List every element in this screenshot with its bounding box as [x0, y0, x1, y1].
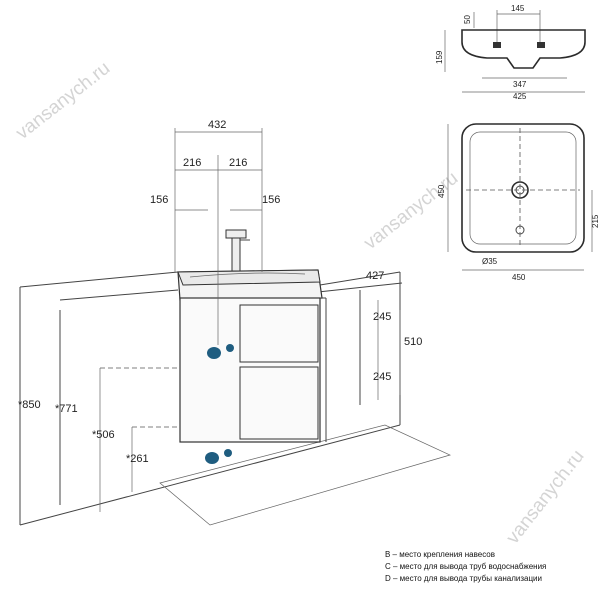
water-supply-marker-small	[226, 344, 234, 352]
basin-front-view	[444, 10, 586, 93]
dim-425: 425	[513, 92, 527, 101]
dim-450-side: 450	[437, 184, 446, 198]
dim-510: 510	[404, 336, 422, 348]
dim-50: 50	[463, 15, 472, 24]
right-dimensions	[377, 300, 401, 400]
dim-245-top: 245	[373, 311, 391, 323]
dim-156-right: 156	[262, 194, 280, 206]
basin-top-view	[447, 123, 593, 271]
watermark-1: vansanych.ru	[12, 58, 114, 144]
dim-hole-diameter: Ø35	[482, 257, 498, 266]
watermark-3: vansanych.ru	[502, 446, 588, 548]
dim-771: *771	[55, 403, 78, 415]
basin-profile	[461, 29, 586, 69]
faucet	[225, 229, 250, 272]
water-supply-marker	[207, 347, 221, 359]
dim-156-left: 156	[150, 194, 168, 206]
left-height-dimensions	[99, 367, 180, 512]
dim-432: 432	[208, 119, 226, 131]
drain-hole	[511, 181, 529, 199]
top-dimensions	[174, 128, 263, 345]
vanity-cabinet	[177, 269, 327, 443]
dim-347: 347	[513, 80, 527, 89]
wall-outline	[19, 271, 403, 526]
dim-216-right: 216	[229, 157, 247, 169]
dim-427: 427	[366, 270, 384, 282]
pipe-markers	[205, 344, 234, 464]
dim-850: *850	[18, 399, 41, 411]
dim-145: 145	[511, 4, 525, 13]
dim-215: 215	[591, 214, 600, 228]
legend-item-d: D – место для вывода трубы канализации	[385, 574, 542, 583]
dim-216-left: 216	[183, 157, 201, 169]
floor-area	[159, 424, 451, 526]
sewer-marker-small	[224, 449, 232, 457]
dim-159: 159	[435, 50, 444, 64]
dim-450-bottom: 450	[512, 273, 526, 282]
cabinet-body	[179, 297, 321, 443]
dim-245-bottom: 245	[373, 371, 391, 383]
legend: B – место крепления навесов C – место дл…	[385, 550, 546, 583]
basin-outline	[461, 123, 585, 253]
drawer-top	[239, 304, 319, 363]
legend-item-b: B – место крепления навесов	[385, 550, 495, 559]
dim-506: *506	[92, 429, 115, 441]
watermark-2: vansanych.ru	[360, 168, 462, 254]
legend-item-c: C – место для вывода труб водоснабжения	[385, 562, 546, 571]
drawer-bottom	[239, 366, 319, 440]
sewer-marker	[205, 452, 219, 464]
dim-261: *261	[126, 453, 149, 465]
